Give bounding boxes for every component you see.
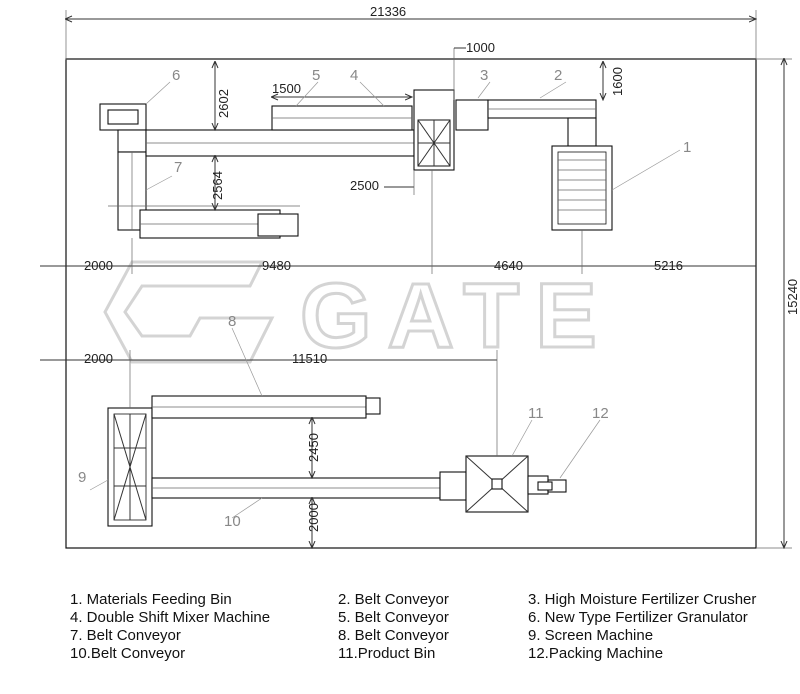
dim-1000: 1000 <box>466 40 495 55</box>
callout-8: 8 <box>228 313 236 330</box>
callout-2: 2 <box>554 67 562 84</box>
legend-item-12: 12.Packing Machine <box>528 645 664 662</box>
dim-4640: 4640 <box>494 258 523 273</box>
legend-item-8: 8. Belt Conveyor <box>338 627 449 644</box>
logo-text: GATE <box>300 265 613 367</box>
callout-12: 12 <box>592 405 609 422</box>
legend-item-5: 5. Belt Conveyor <box>338 609 449 626</box>
callout-leaders <box>89 81 681 519</box>
callout-3: 3 <box>480 67 488 84</box>
overall-height-dimension: 15240 <box>756 59 800 548</box>
conveyor-10 <box>151 471 467 501</box>
conveyor-2 <box>455 99 597 147</box>
mixer-machine <box>271 105 413 131</box>
dim-2450: 2450 <box>306 433 321 462</box>
dim-5216: 5216 <box>654 258 683 273</box>
dim-2000-bottom: 2000 <box>306 503 321 532</box>
dim-11510: 11510 <box>292 351 327 366</box>
crusher-unit <box>413 89 455 171</box>
legend-item-3: 3. High Moisture Fertilizer Crusher <box>528 591 757 608</box>
middle-dimension-row: 2000 9480 4640 5216 <box>40 170 756 274</box>
legend-item-4: 4. Double Shift Mixer Machine <box>70 609 271 626</box>
dim-9480: 9480 <box>262 258 291 273</box>
callout-1: 1 <box>683 139 691 156</box>
legend-item-9: 9. Screen Machine <box>528 627 654 644</box>
conveyor-5 <box>145 129 415 157</box>
dim-2564: 2564 <box>210 171 225 200</box>
feeding-bin <box>551 145 613 231</box>
conveyor-7 <box>108 151 300 239</box>
granulator-unit <box>99 103 147 153</box>
callout-6: 6 <box>172 67 180 84</box>
dim-2000-left-top: 2000 <box>84 258 113 273</box>
conveyor-8 <box>151 395 381 419</box>
legend-item-6: 6. New Type Fertilizer Granulator <box>528 609 748 626</box>
callout-7: 7 <box>174 159 182 176</box>
dim-2602: 2602 <box>216 89 231 118</box>
legend-item-1: 1. Materials Feeding Bin <box>70 591 232 608</box>
screen-machine <box>107 407 153 527</box>
top-dimensions: 1000 1500 2602 1600 2564 2500 <box>210 40 625 210</box>
packing-machine <box>527 475 567 495</box>
gate-logo: GATE <box>103 260 613 369</box>
callout-4: 4 <box>350 67 358 84</box>
callout-10: 10 <box>224 513 241 530</box>
dim-2000-left-bottom: 2000 <box>84 351 113 366</box>
dim-overall-width: 21336 <box>370 4 406 19</box>
legend-item-10: 10.Belt Conveyor <box>70 645 186 662</box>
callout-9: 9 <box>78 469 86 486</box>
drawing-frame <box>65 58 757 549</box>
dim-overall-height: 15240 <box>785 279 800 315</box>
dim-1500: 1500 <box>272 81 301 96</box>
legend-item-11: 11.Product Bin <box>338 645 436 662</box>
product-bin <box>465 455 529 513</box>
callout-11: 11 <box>528 405 544 422</box>
dim-1600: 1600 <box>610 67 625 96</box>
legend-item-2: 2. Belt Conveyor <box>338 591 449 608</box>
overall-width-dimension: 21336 <box>66 4 756 60</box>
bottom-dimensions: 2000 11510 2450 2000 <box>40 350 498 548</box>
dim-2500: 2500 <box>350 178 379 193</box>
legend-item-7: 7. Belt Conveyor <box>70 627 181 644</box>
callout-5: 5 <box>312 67 320 84</box>
